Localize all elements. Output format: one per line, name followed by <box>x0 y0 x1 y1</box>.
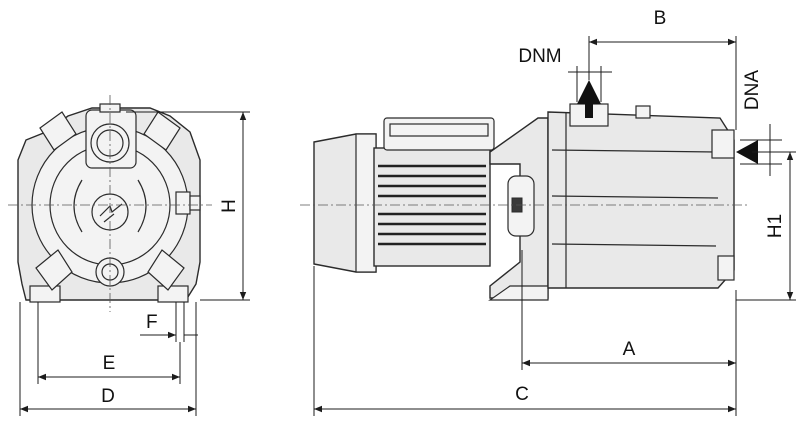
rotation-arc-left <box>73 179 83 233</box>
side-drain-plug <box>717 255 735 281</box>
dimension-dna-label: DNA <box>742 70 763 110</box>
front-inlet-face <box>711 129 735 159</box>
side-dimensions: B DNM DNA H1 A C <box>313 8 796 416</box>
casing-lug-top-left <box>39 111 77 151</box>
discharge-arrow-icon <box>577 80 601 104</box>
dimension-c-label: C <box>515 384 529 405</box>
casing-lug-bottom-right <box>147 249 185 291</box>
front-dimensions: H F E D <box>19 111 250 416</box>
pump-foot-right <box>157 285 189 303</box>
pump-jet-body <box>547 111 735 289</box>
casing-lug-bottom-left <box>35 249 73 291</box>
motor-body <box>373 147 491 267</box>
rotation-arc-right <box>137 179 147 233</box>
side-view <box>300 80 758 301</box>
motor-cooling-fins <box>378 164 486 246</box>
dimension-h-label: H <box>219 199 240 213</box>
dimension-e-label: E <box>103 353 116 374</box>
casing-lug-top-right <box>143 111 181 151</box>
side-bolt-head <box>189 195 201 211</box>
dimension-dnm-label: DNM <box>518 46 561 67</box>
terminal-box <box>383 117 495 151</box>
front-view <box>8 95 212 312</box>
top-bolt <box>635 105 651 119</box>
pump-foot-left <box>29 285 61 303</box>
suction-arrow-icon <box>736 140 758 164</box>
dimension-a-label: A <box>623 339 636 360</box>
dimension-b-label: B <box>654 8 667 29</box>
motor-cover-ring <box>355 133 377 273</box>
terminal-box-lid <box>389 123 489 137</box>
motor-bracket <box>489 117 549 299</box>
rotation-arrow-icon <box>99 203 123 223</box>
side-bolt <box>175 191 191 215</box>
dimension-h1-label: H1 <box>765 214 786 238</box>
dimension-d-label: D <box>101 386 115 407</box>
dimension-f-label: F <box>146 312 158 333</box>
